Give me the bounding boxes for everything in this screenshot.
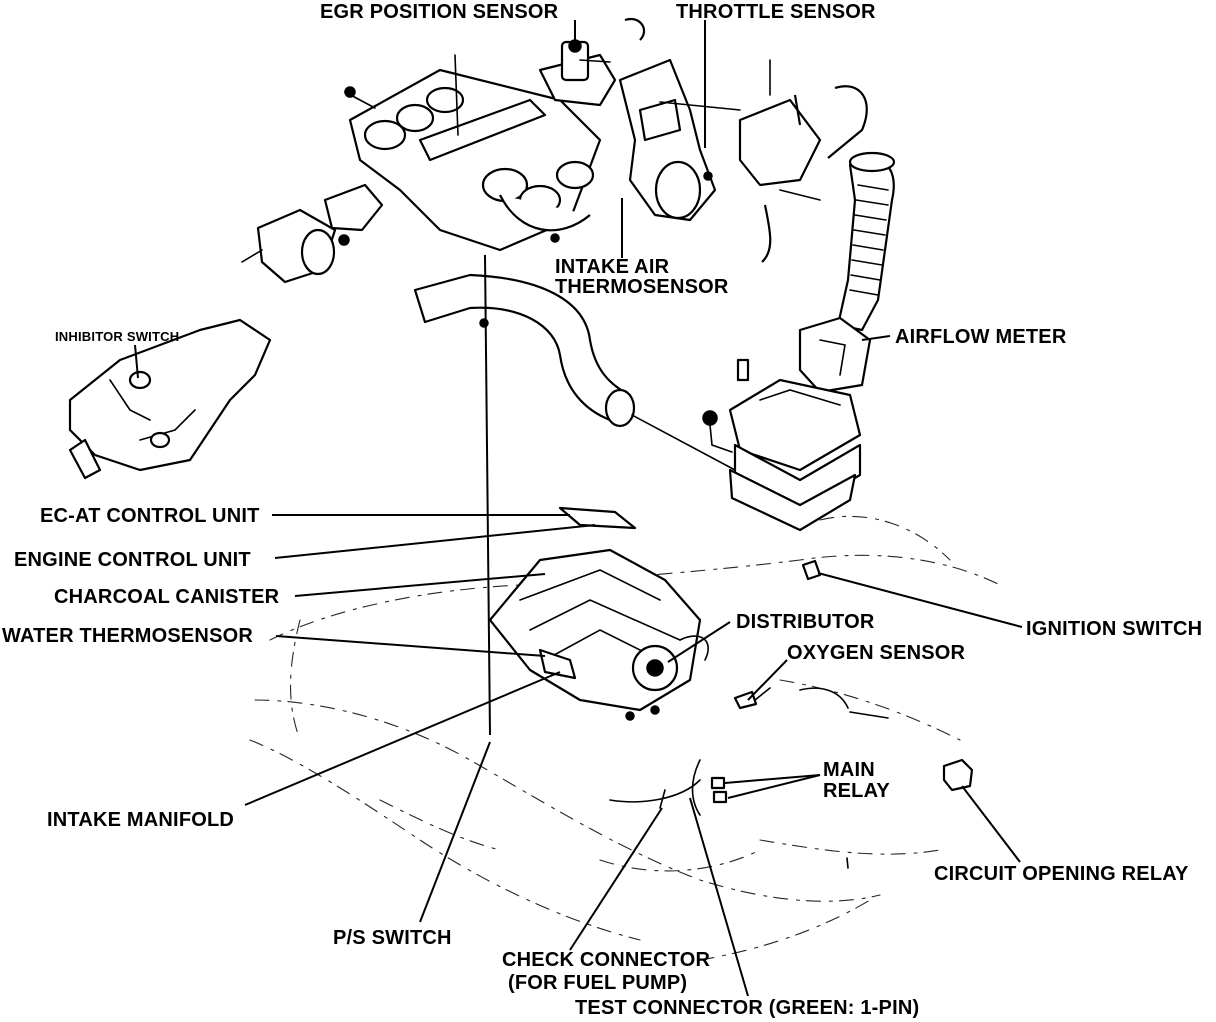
leader-test-connector (689, 797, 749, 997)
engine-block-part (488, 548, 709, 721)
label-check-connector-line2: (FOR FUEL PUMP) (508, 972, 687, 994)
label-inhibitor-switch: INHIBITOR SWITCH (55, 329, 179, 344)
label-intake-air-thermosensor-line1: INTAKE AIR (555, 256, 670, 278)
circuit-opening-relay-part (942, 758, 974, 792)
label-ignition-switch: IGNITION SWITCH (1026, 618, 1202, 640)
label-main-relay-line2: RELAY (823, 780, 890, 802)
air-cleaner-part (702, 358, 862, 532)
label-intake-manifold: INTAKE MANIFOLD (47, 809, 234, 831)
leader-ps-switch (419, 741, 491, 923)
leader-lines (134, 20, 1023, 997)
leader-water-thermosensor (275, 635, 546, 657)
air-duct-part (413, 273, 736, 471)
transmission-part (68, 318, 272, 480)
throttle-body-part (618, 17, 741, 222)
intake-manifold-assembly (344, 53, 617, 252)
label-throttle-sensor: THROTTLE SENSOR (676, 1, 876, 23)
airflow-meter-part (798, 316, 872, 394)
leader-ignition-switch (817, 572, 1023, 628)
leader-intake-manifold (244, 671, 561, 806)
solenoid-valve-part (241, 183, 384, 284)
leader-check-connector (569, 807, 663, 951)
connector-harness-part (609, 779, 701, 809)
leader-circuit-opening-relay (961, 785, 1021, 863)
leader-main-relay-a (724, 774, 821, 784)
leader-engine-control-unit (274, 524, 596, 559)
leader-main-relay-b (727, 774, 821, 799)
label-circuit-opening-relay: CIRCUIT OPENING RELAY (934, 863, 1189, 885)
label-ec-at-control-unit: EC-AT CONTROL UNIT (40, 505, 260, 527)
label-charcoal-canister: CHARCOAL CANISTER (54, 586, 280, 608)
leader-distributor (667, 621, 731, 663)
label-ps-switch: P/S SWITCH (333, 927, 452, 949)
leader-oxygen-sensor (747, 659, 788, 701)
label-check-connector-line1: CHECK CONNECTOR (502, 949, 711, 971)
label-test-connector: TEST CONNECTOR (GREEN: 1-PIN) (575, 997, 919, 1019)
label-water-thermosensor: WATER THERMOSENSOR (2, 625, 253, 647)
label-airflow-meter: AIRFLOW METER (895, 326, 1067, 348)
leader-airflow-meter (861, 335, 891, 341)
auxiliary-air-valve-part (738, 59, 868, 263)
oxygen-sensor-part (733, 687, 889, 719)
label-oxygen-sensor: OXYGEN SENSOR (787, 642, 966, 664)
ignition-switch-part (801, 559, 822, 581)
label-main-relay-line1: MAIN (823, 759, 875, 781)
label-engine-control-unit: ENGINE CONTROL UNIT (14, 549, 251, 571)
label-egr-position-sensor: EGR POSITION SENSOR (320, 1, 559, 23)
leader-vertical-bolt-line (484, 254, 491, 736)
label-intake-air-thermosensor-line2: THERMOSENSOR (555, 276, 729, 298)
ec-at-control-unit-part (558, 506, 637, 530)
air-intake-hose-part (836, 151, 896, 332)
leader-charcoal-canister (294, 573, 546, 597)
main-relay-part (691, 759, 728, 816)
label-distributor: DISTRIBUTOR (736, 611, 875, 633)
leader-inhibitor-switch (134, 344, 139, 379)
